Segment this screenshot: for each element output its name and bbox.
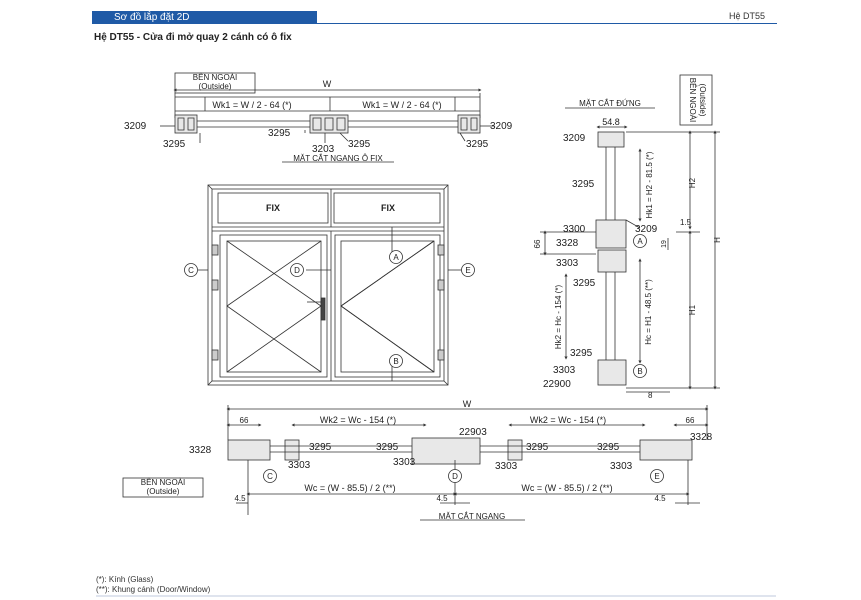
marker-b: B [393,357,398,366]
door-elevation [184,184,475,386]
footnote-frame: (**): Khung cánh (Door/Window) [96,585,211,594]
section-header-text: Sơ đồ lắp đặt 2D [114,12,190,23]
fix-panel-left: FIX [266,203,280,213]
marker-b-vertical: B [637,367,642,376]
outside-label-vertical-2: (Outside) [698,84,707,117]
marker-c-horizontal: C [267,472,273,481]
part-v-22900: 22900 [543,379,571,390]
part-top-3209-left: 3209 [124,121,147,132]
part-h-3303-a: 3303 [288,460,311,471]
marker-c: C [188,266,194,275]
dim-hk1: Hk1 = H2 - 81.5 (*) [645,151,654,218]
part-top-3295-far: 3295 [466,139,489,150]
part-h-3295-a: 3295 [309,442,332,453]
marker-a: A [393,253,399,262]
part-v-3303-top: 3303 [556,258,579,269]
dim-66-left: 66 [240,416,249,425]
caption-fix-section: MẶT CẮT NGANG Ô FIX [293,154,383,163]
dim-hk2: Hk2 = Hc - 154 (*) [554,285,563,350]
dim-8: 8 [648,391,653,400]
outside-label-box-bottom [122,477,204,498]
part-top-3295-mid: 3295 [268,128,291,139]
horizontal-section [122,405,709,521]
marker-d: D [294,266,300,275]
part-v-3295-mid: 3295 [573,278,596,289]
top-width-label: W [323,79,332,89]
top-fix-section [160,72,494,163]
part-h-3295-d: 3295 [597,442,620,453]
dim-4-5-right: 4.5 [654,494,666,503]
part-top-3295-right: 3295 [348,139,371,150]
outside-label-bottom-1: BÊN NGOÀI [141,478,185,487]
dim-wc-right: Wc = (W - 85.5) / 2 (**) [521,483,612,493]
dim-4-5-mid: 4.5 [436,494,448,503]
outside-label-vertical-1: BÊN NGOÀI [688,78,697,122]
part-h-3303-b: 3303 [393,457,416,468]
part-top-3295-left: 3295 [163,139,186,150]
dim-hc: Hc = H1 - 48.5 (**) [644,279,653,345]
part-h-22903: 22903 [459,427,487,438]
section-header-bar: Sơ đồ lắp đặt 2D [92,11,317,24]
outside-label-top-2: (Outside) [199,82,232,91]
top-wk1-right: Wk1 = W / 2 - 64 (*) [362,100,441,110]
header-rule [317,23,777,24]
part-v-3295-low: 3295 [570,348,593,359]
dim-54-8: 54.8 [602,117,620,127]
dim-66-vertical: 66 [533,239,542,248]
part-h-3295-c: 3295 [526,442,549,453]
footnote-glass: (*): Kính (Glass) [96,575,154,584]
caption-horizontal-section: MẶT CẮT NGANG [439,512,505,521]
outside-label-bottom-2: (Outside) [147,487,180,496]
outside-label-top-1: BÊN NGOÀI [193,73,237,82]
part-h-3328-right: 3328 [690,432,713,443]
dim-19: 19 [661,240,668,248]
top-wk1-left: Wk1 = W / 2 - 64 (*) [212,100,291,110]
dim-h2: H2 [688,177,697,188]
dim-h: H [713,237,722,243]
part-h-3295-b: 3295 [376,442,399,453]
part-top-3203: 3203 [312,144,335,155]
marker-d-horizontal: D [452,472,458,481]
dim-wk2-left: Wk2 = Wc - 154 (*) [320,415,396,425]
system-name: Hệ DT55 [728,11,765,21]
dim-1-5: 1.5 [680,218,692,227]
part-v-3300: 3300 [563,224,586,235]
outside-label-box-vertical [679,74,713,126]
part-h-3303-c: 3303 [495,461,518,472]
part-h-3328-left: 3328 [189,445,212,456]
marker-a-vertical: A [637,237,643,246]
dim-wk2-right: Wk2 = Wc - 154 (*) [530,415,606,425]
marker-e-horizontal: E [654,472,659,481]
part-h-3303-d: 3303 [610,461,633,472]
part-v-3295-top: 3295 [572,179,595,190]
dim-h1: H1 [688,304,697,315]
bottom-width-label: W [463,399,472,409]
fix-panel-right: FIX [381,203,395,213]
dim-66-right: 66 [686,416,695,425]
part-v-3209-top: 3209 [563,133,586,144]
dim-4-5-left: 4.5 [234,494,246,503]
dim-wc-left: Wc = (W - 85.5) / 2 (**) [304,483,395,493]
part-v-3328: 3328 [556,238,579,249]
vertical-section [540,74,720,393]
outside-label-box-top [174,72,256,94]
footnotes: (*): Kính (Glass) (**): Khung cánh (Door… [96,575,210,595]
page-title: Hệ DT55 - Cửa đi mở quay 2 cánh có ô fix [94,32,292,43]
bottom-rule [96,595,776,597]
part-v-3303-low: 3303 [553,365,576,376]
part-v-3209-mid: 3209 [635,224,658,235]
part-top-3209-right: 3209 [490,121,513,132]
caption-vertical-section: MẶT CẮT ĐỨNG [579,99,641,108]
marker-e: E [465,266,470,275]
